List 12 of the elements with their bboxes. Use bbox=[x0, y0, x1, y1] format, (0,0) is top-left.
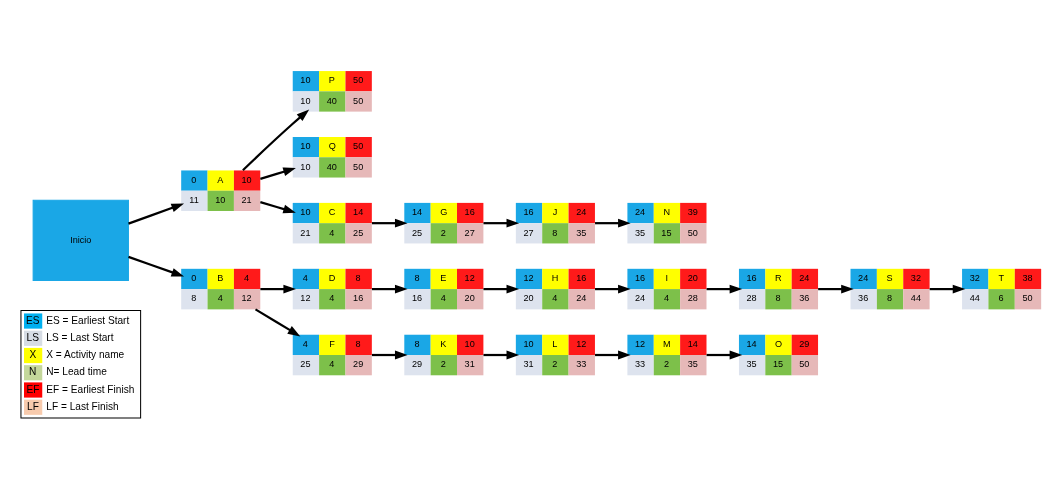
label: X bbox=[29, 348, 37, 360]
legend-label: LF = Last Finish bbox=[46, 400, 119, 412]
legend-label: N= Lead time bbox=[46, 365, 107, 377]
legend-label: ES = Earliest Start bbox=[46, 314, 130, 326]
legend-label: LS = Last Start bbox=[46, 331, 114, 343]
label: LF bbox=[27, 400, 39, 412]
label: LS bbox=[26, 331, 39, 343]
label: N bbox=[29, 365, 37, 377]
label: EF bbox=[26, 383, 40, 395]
label: ES bbox=[26, 314, 40, 326]
legend-label: EF = Earliest Finish bbox=[46, 383, 135, 395]
legend-label: X = Activity name bbox=[46, 348, 125, 360]
